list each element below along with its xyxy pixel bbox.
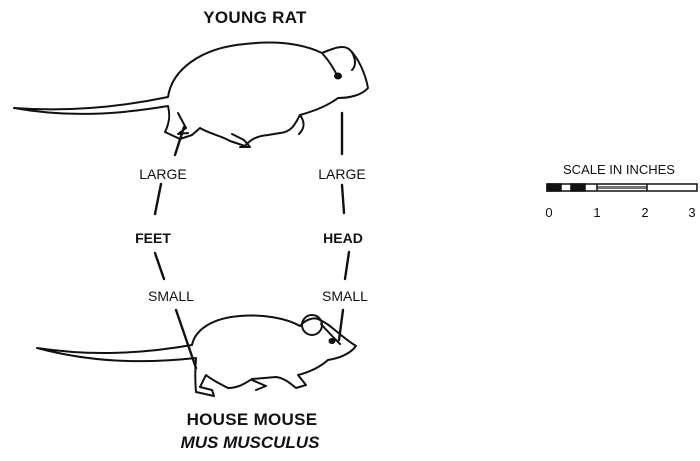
young-rat-title: YOUNG RAT [203, 8, 306, 28]
head-large-label: LARGE [318, 166, 365, 182]
house-mouse-title: HOUSE MOUSE [187, 410, 318, 430]
scale-tick-3: 3 [688, 205, 695, 220]
feet-slash-bottom [155, 253, 164, 279]
feet-slash-top [155, 184, 161, 214]
scale-bar [547, 184, 697, 191]
head-small-label: SMALL [322, 288, 368, 304]
scale-tick-1: 1 [593, 205, 600, 220]
feet-large-label: LARGE [139, 166, 186, 182]
feet-small-label: SMALL [148, 288, 194, 304]
head-slash-bottom [345, 252, 349, 279]
young-rat-illustration [14, 43, 368, 147]
feet-label: FEET [135, 230, 171, 246]
house-mouse-illustration [37, 315, 356, 396]
head-label: HEAD [323, 230, 363, 246]
scale-tick-0: 0 [545, 205, 552, 220]
scale-tick-2: 2 [641, 205, 648, 220]
scale-title: SCALE IN INCHES [563, 162, 675, 177]
feet-line-upper [175, 127, 184, 155]
species-name: MUS MUSCULUS [181, 433, 320, 453]
head-slash-top [342, 185, 344, 213]
